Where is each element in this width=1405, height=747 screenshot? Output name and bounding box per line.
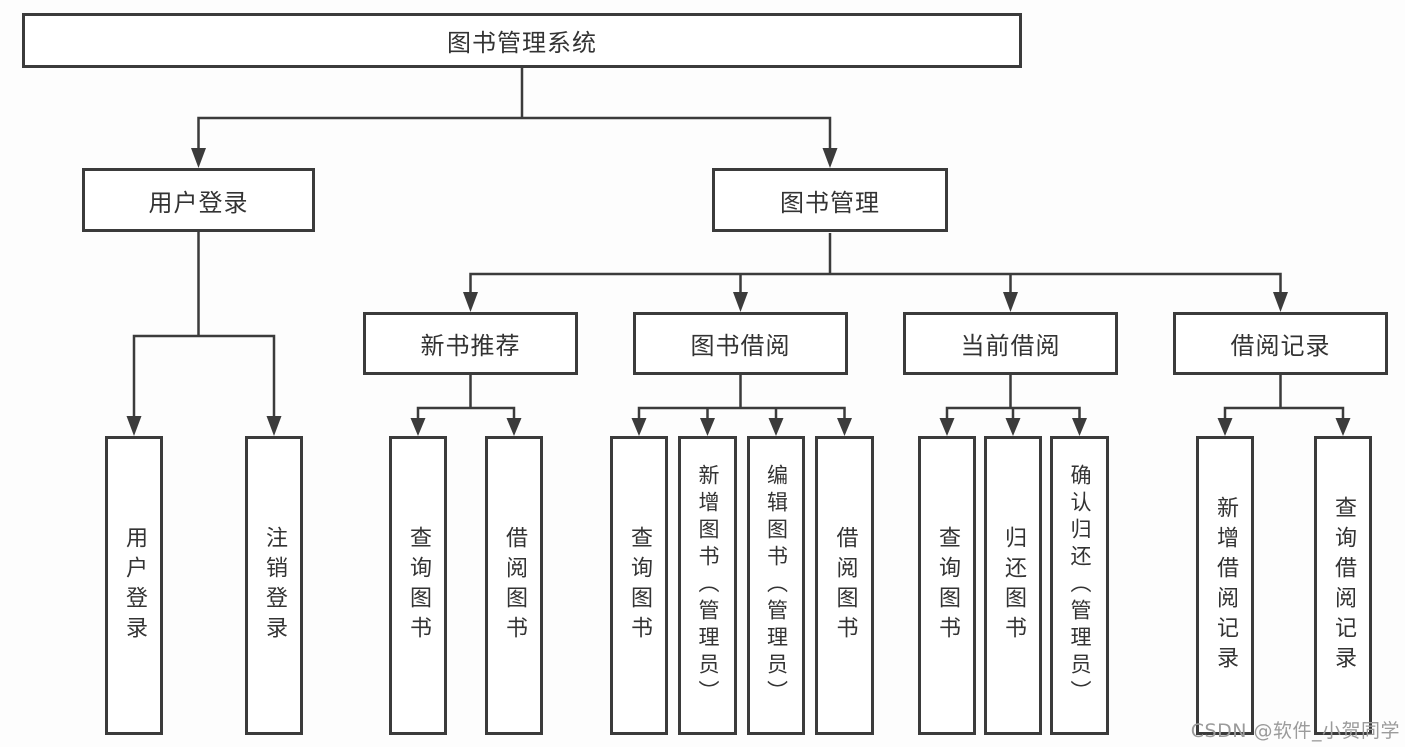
node-leaf-borrow-books: 借阅图书 — [815, 436, 874, 735]
node-library-system: 图书管理系统 — [22, 13, 1022, 68]
node-new-book-recommend: 新书推荐 — [363, 312, 578, 375]
node-leaf-add-borrow-record: 新增借阅记录 — [1196, 436, 1254, 735]
node-leaf-query-books-borrow: 查询图书 — [610, 436, 668, 735]
node-leaf-return-books: 归还图书 — [984, 436, 1042, 735]
node-leaf-query-books-recommend-label: 查询图书 — [406, 525, 431, 646]
node-leaf-query-books-current-label: 查询图书 — [935, 525, 960, 646]
node-leaf-query-borrow-record: 查询借阅记录 — [1314, 436, 1372, 735]
node-leaf-add-books-admin-label: 新增图书（管理员） — [696, 464, 720, 707]
node-leaf-logout-label: 注销登录 — [262, 525, 287, 646]
node-borrow-records: 借阅记录 — [1173, 312, 1388, 375]
csdn-watermark: CSDN @软件_小贺同学 — [1190, 720, 1400, 742]
node-leaf-edit-books-admin: 编辑图书（管理员） — [747, 436, 805, 735]
node-leaf-confirm-return-admin-label: 确认归还（管理员） — [1068, 464, 1092, 707]
node-leaf-return-books-label: 归还图书 — [1001, 525, 1026, 646]
node-leaf-query-books-recommend: 查询图书 — [389, 436, 447, 735]
node-leaf-borrow-books-label: 借阅图书 — [832, 525, 858, 646]
node-user-login: 用户登录 — [82, 168, 315, 232]
node-current-borrow: 当前借阅 — [903, 312, 1118, 375]
node-leaf-borrow-books-recommend: 借阅图书 — [485, 436, 543, 735]
node-leaf-user-login: 用户登录 — [105, 436, 163, 735]
node-leaf-query-borrow-record-label: 查询借阅记录 — [1331, 495, 1356, 676]
node-book-borrow: 图书借阅 — [633, 312, 848, 375]
node-leaf-logout: 注销登录 — [245, 436, 303, 735]
node-leaf-borrow-books-recommend-label: 借阅图书 — [502, 525, 527, 646]
node-leaf-user-login-label: 用户登录 — [122, 525, 147, 646]
node-leaf-confirm-return-admin: 确认归还（管理员） — [1050, 436, 1109, 735]
node-leaf-add-borrow-record-label: 新增借阅记录 — [1213, 495, 1238, 676]
node-leaf-query-books-borrow-label: 查询图书 — [627, 525, 652, 646]
node-book-management: 图书管理 — [712, 168, 948, 232]
node-leaf-add-books-admin: 新增图书（管理员） — [678, 436, 737, 735]
node-leaf-edit-books-admin-label: 编辑图书（管理员） — [764, 464, 789, 707]
node-leaf-query-books-current: 查询图书 — [918, 436, 976, 735]
